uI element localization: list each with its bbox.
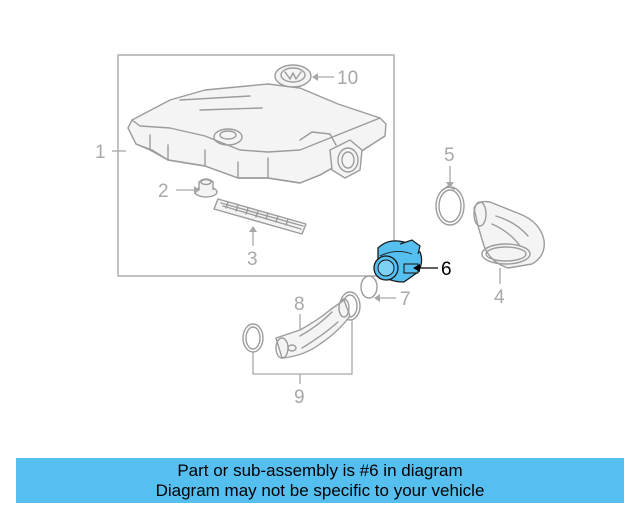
leader-5 [446, 166, 454, 188]
diagram-info-banner: Part or sub-assembly is #6 in diagram Di… [16, 458, 624, 503]
clamp-upper [435, 185, 465, 226]
emblem [274, 64, 312, 88]
leader-2 [176, 186, 200, 194]
mass-air-flow-sensor [373, 239, 423, 283]
air-filter-element [213, 198, 307, 235]
callout-2: 2 [158, 181, 169, 202]
callout-10: 10 [337, 68, 358, 89]
callout-8: 8 [294, 294, 305, 315]
callout-7: 7 [400, 289, 411, 310]
leader-9-bracket [252, 320, 353, 384]
callout-4: 4 [494, 287, 505, 308]
callout-6: 6 [441, 259, 452, 280]
callout-1: 1 [95, 142, 106, 163]
callout-3: 3 [247, 249, 258, 270]
clamp-lower-left [242, 323, 264, 353]
parts-diagram: 1 2 3 4 5 6 7 8 9 10 [95, 54, 545, 408]
callout-9: 9 [294, 387, 305, 408]
leader-3 [249, 226, 257, 246]
intake-tube [275, 298, 351, 359]
leader-6 [413, 264, 438, 272]
leader-10 [312, 73, 334, 81]
intake-boot [473, 200, 545, 269]
banner-line-disclaimer: Diagram may not be specific to your vehi… [155, 481, 485, 500]
engine-cover [127, 83, 387, 184]
grommet [194, 178, 218, 198]
o-ring [360, 275, 378, 299]
callout-5: 5 [444, 145, 455, 166]
banner-line-part: Part or sub-assembly is #6 in diagram [177, 461, 463, 480]
engine-cover-group-box [117, 54, 395, 277]
leader-7 [374, 294, 396, 302]
